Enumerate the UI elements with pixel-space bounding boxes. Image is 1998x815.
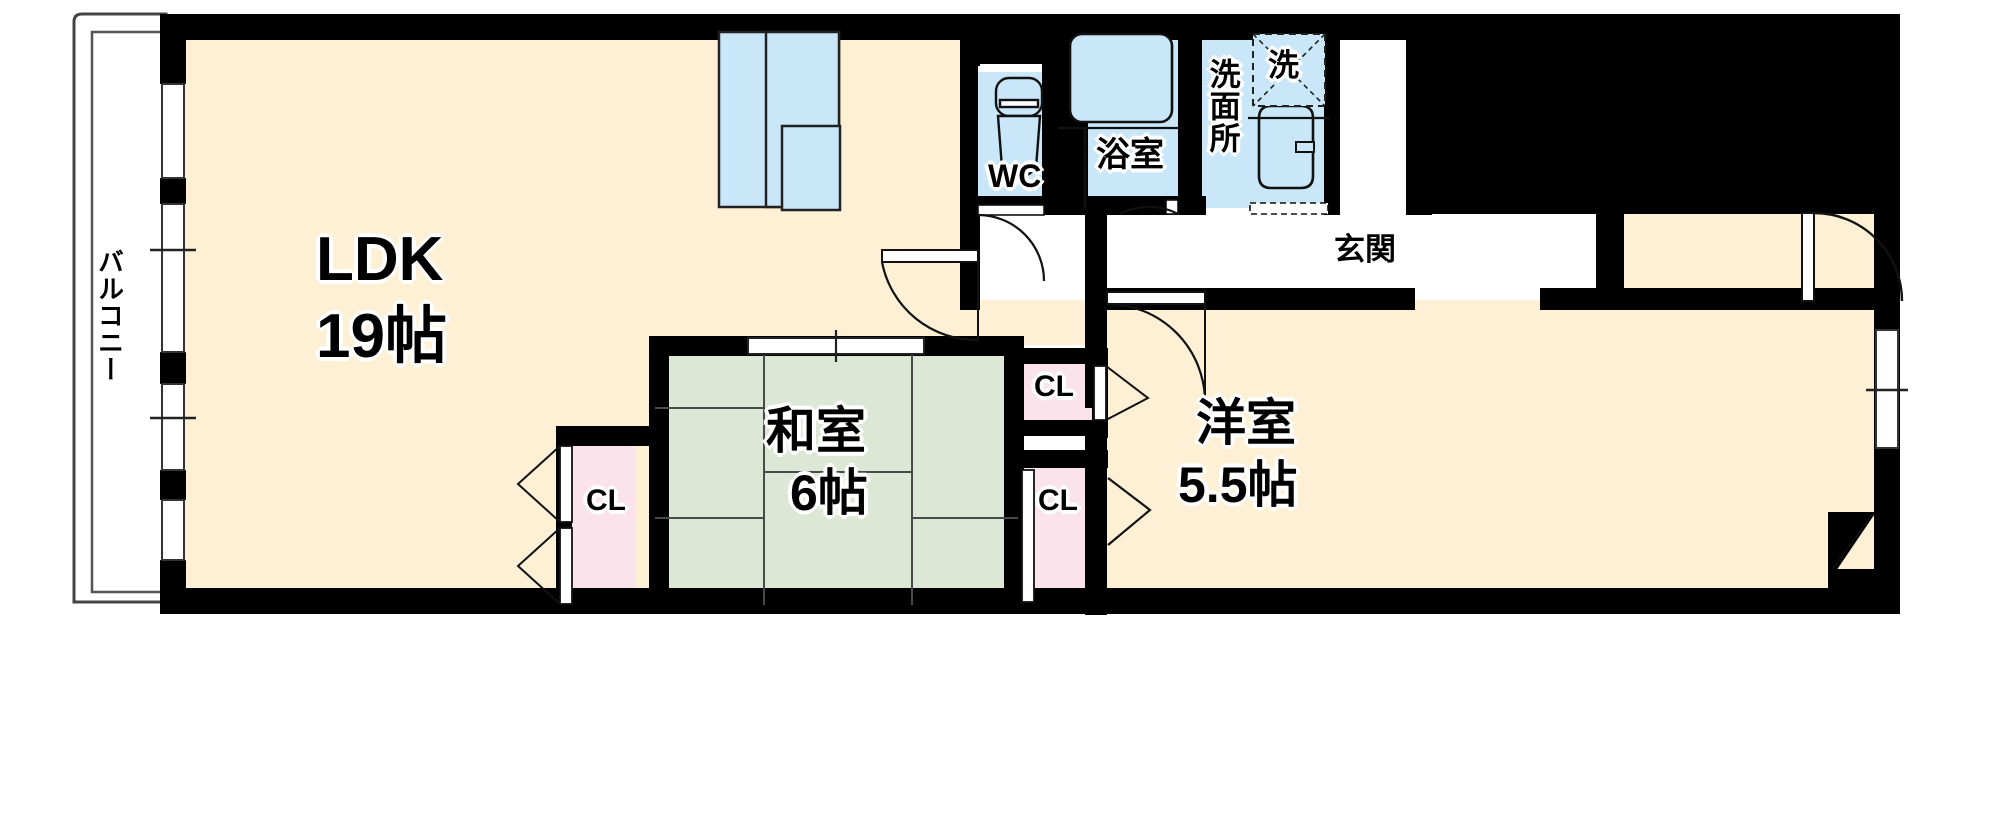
washroom-door[interactable] [1249,202,1329,215]
chamfer-fill [1828,512,1876,581]
washitsu-region [655,342,1018,605]
yoshitsu-window[interactable] [1866,329,1908,449]
yoshitsu-door[interactable] [1107,477,1152,546]
closet-right-folding-door[interactable] [1021,469,1035,603]
tatami-lines [655,342,1018,605]
washitsu-sliding-door[interactable] [747,330,925,362]
balcony-sliding-door[interactable] [150,83,196,561]
toilet-icon [994,76,1044,179]
balcony-region [72,12,168,604]
sink-icon [780,124,842,212]
kitchen-counter-icon [717,30,842,212]
bathtub-icon [1058,32,1178,208]
closet-upper-folding-door[interactable] [1093,365,1150,421]
closet-left-folding-door[interactable] [516,445,573,605]
interior-walls [556,22,1900,615]
ldk-door[interactable] [880,249,979,342]
washing-machine-icon [1252,33,1326,107]
hall-door[interactable] [1106,291,1207,403]
washbasin-icon [1248,104,1330,190]
yoshitsu-region [1104,300,1896,605]
wc-door[interactable] [977,204,1046,282]
entrance-door[interactable] [1801,211,1904,302]
bath-door[interactable] [1119,199,1179,215]
